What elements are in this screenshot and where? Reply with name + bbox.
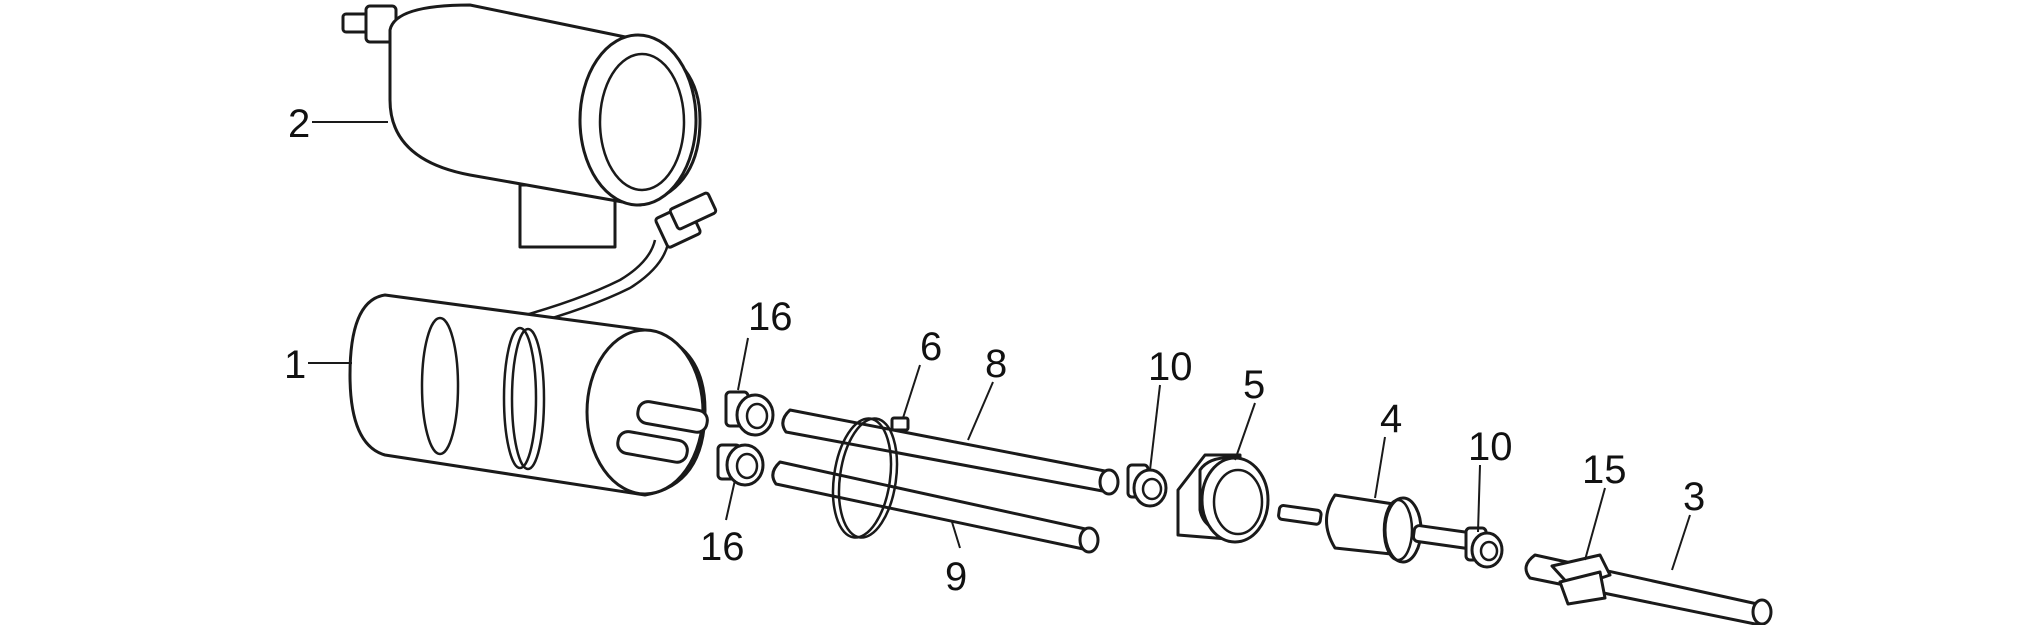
leader-lines bbox=[308, 121, 1691, 571]
part-2-canister bbox=[341, 3, 702, 249]
label-part-1: 1 bbox=[284, 343, 306, 387]
label-part-5: 5 bbox=[1243, 363, 1265, 407]
part-16-hose-clamp-upper bbox=[724, 390, 775, 437]
label-part-16-lower: 16 bbox=[700, 525, 745, 569]
label-part-10-right: 10 bbox=[1468, 425, 1513, 469]
label-part-15: 15 bbox=[1582, 448, 1627, 492]
part-6-cable-tie bbox=[831, 416, 910, 539]
label-part-2: 2 bbox=[288, 102, 310, 146]
part-10-clamp-right bbox=[1464, 526, 1504, 569]
part-4-fuel-filter bbox=[1277, 493, 1476, 564]
part-9-hose-lower bbox=[771, 460, 1100, 554]
label-part-6: 6 bbox=[920, 325, 942, 369]
part-15-clip bbox=[1550, 553, 1612, 606]
label-part-4: 4 bbox=[1380, 397, 1402, 441]
part-number-labels: 2 1 16 16 6 8 9 10 5 4 10 15 3 bbox=[284, 102, 1705, 599]
part-16-hose-clamp-lower bbox=[716, 443, 765, 487]
wire-harness bbox=[514, 191, 718, 328]
part-1-fuel-pump bbox=[348, 293, 709, 497]
part-10-clamp-left bbox=[1126, 463, 1168, 508]
label-part-10-left: 10 bbox=[1148, 345, 1193, 389]
label-part-9: 9 bbox=[945, 555, 967, 599]
label-part-16-upper: 16 bbox=[748, 295, 793, 339]
label-part-8: 8 bbox=[985, 342, 1007, 386]
part-5-rubber-holder bbox=[1176, 453, 1270, 544]
part-8-hose-upper bbox=[781, 408, 1120, 496]
label-part-3: 3 bbox=[1683, 475, 1705, 519]
